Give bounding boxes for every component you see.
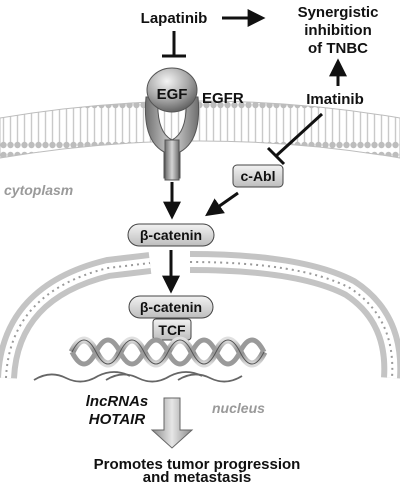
tcf-label: TCF — [158, 322, 186, 338]
egfr-label: EGFR — [202, 90, 244, 107]
lapatinib-label: Lapatinib — [141, 10, 208, 27]
outcome-line1: Synergistic — [298, 4, 379, 21]
cytoplasm-label: cytoplasm — [4, 182, 73, 198]
imatinib-inhibition-bar — [266, 146, 286, 166]
egf-ligand — [146, 67, 198, 113]
egf-label: EGF — [157, 86, 188, 103]
tcf-box — [152, 318, 192, 341]
nuclear-beta-catenin-label: β-catenin — [140, 299, 202, 315]
rna-strands — [33, 371, 243, 383]
imatinib-inhibition-line — [274, 112, 324, 158]
nuclear-envelope — [0, 251, 400, 379]
nuclear-beta-catenin-box — [128, 295, 214, 319]
result-line2: and metastasis — [143, 469, 251, 485]
c-abl-box — [232, 164, 284, 188]
beta-catenin-label: β-catenin — [140, 227, 202, 243]
egfr-receptor — [144, 96, 200, 181]
c-abl-to-beta-catenin-arrow — [205, 191, 239, 217]
outcome-line2: inhibition — [304, 22, 371, 39]
dna-helix — [68, 336, 268, 368]
nucleus-label: nucleus — [212, 400, 265, 416]
imatinib-label: Imatinib — [306, 91, 364, 108]
result-line1: Promotes tumor progression — [94, 456, 301, 473]
hotair-label: HOTAIR — [89, 411, 146, 428]
c-abl-label: c-Abl — [241, 168, 276, 184]
lncrna-label: lncRNAs — [86, 393, 149, 410]
plasma-membrane — [0, 100, 400, 159]
beta-catenin-box — [127, 223, 215, 247]
outcome-line3: of TNBC — [308, 40, 368, 57]
progression-arrow — [150, 397, 194, 449]
